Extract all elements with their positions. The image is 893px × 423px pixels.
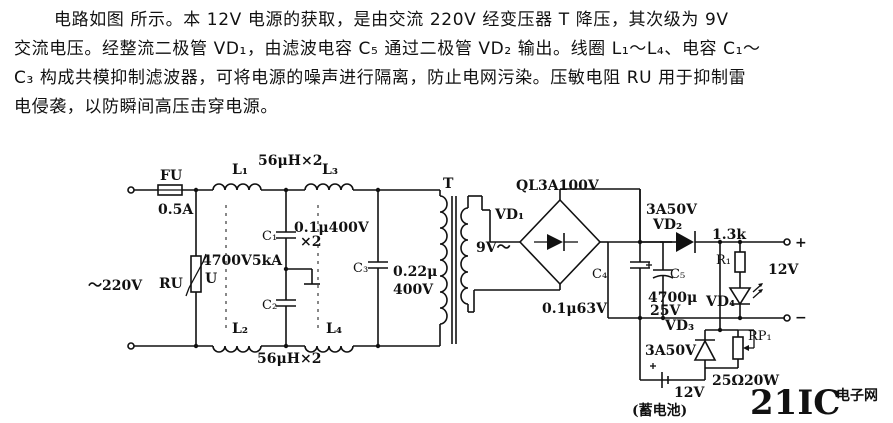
label-c4-value: 0.1μ63V bbox=[542, 301, 608, 317]
label-battery: (蓄电池) bbox=[632, 402, 687, 419]
label-c2: C₂ bbox=[262, 298, 277, 313]
label-r1-value: 1.3k bbox=[712, 227, 746, 243]
site-logo: 21IC 电子网 bbox=[750, 383, 878, 420]
label-rp1: RP₁ bbox=[748, 329, 772, 344]
label-c1: C₁ bbox=[262, 229, 277, 244]
input-terminal-top bbox=[127, 186, 135, 194]
description-line-1: 电路如图 所示。本 12V 电源的获取，是由交流 220V 经变压器 T 降压，… bbox=[54, 10, 729, 30]
led-vd4 bbox=[728, 287, 752, 306]
label-l2: L₂ bbox=[232, 321, 248, 337]
description-line-3: C₃ 构成共模抑制滤波器，可将电源的噪声进行隔离，防止电网污染。压敏电阻 RU … bbox=[14, 68, 747, 88]
label-u: U bbox=[205, 271, 217, 287]
label-output-minus: − bbox=[795, 310, 807, 326]
description-line-4: 电侵袭，以防瞬间高压击穿电源。 bbox=[14, 97, 278, 117]
diode-vd3 bbox=[693, 339, 717, 361]
label-c1-x2: ×2 bbox=[300, 234, 321, 250]
output-terminal-minus bbox=[783, 314, 791, 322]
label-output-plus: + bbox=[795, 235, 807, 251]
inductor-l3 bbox=[304, 183, 354, 191]
label-c3-value-1: 0.22μ bbox=[393, 264, 437, 280]
label-c3-value-2: 400V bbox=[393, 282, 434, 298]
bridge-diode-icon bbox=[547, 234, 563, 250]
description-line-2: 交流电压。经整流二极管 VD₁，由滤波电容 C₅ 通过二极管 VD₂ 输出。线圈… bbox=[14, 39, 761, 59]
transformer-secondary bbox=[460, 207, 469, 305]
output-terminal-plus bbox=[783, 238, 791, 246]
label-vd2: VD₂ bbox=[652, 217, 682, 233]
label-vd2-value: 3A50V bbox=[646, 202, 698, 218]
label-c5: C₅ bbox=[670, 267, 685, 282]
resistor-r1 bbox=[734, 251, 746, 273]
label-l1: L₁ bbox=[232, 162, 248, 178]
label-fu: FU bbox=[160, 168, 182, 184]
label-ac-input: ～220V bbox=[88, 278, 143, 294]
label-ru-value: 4700V5kA bbox=[202, 253, 283, 269]
label-l4: L₄ bbox=[326, 321, 342, 337]
label-c5-value-2: 25V bbox=[650, 303, 681, 319]
transformer-primary bbox=[439, 195, 448, 325]
label-c5-value-1: 4700μ bbox=[648, 290, 697, 306]
label-battery-voltage: 12V bbox=[674, 385, 705, 401]
label-transformer: T bbox=[443, 176, 454, 192]
inductor-l4 bbox=[304, 345, 354, 353]
label-l3: L₃ bbox=[322, 162, 338, 178]
label-ru: RU bbox=[159, 276, 183, 292]
label-bridge-model: QL3A100V bbox=[516, 178, 600, 194]
inductor-l2 bbox=[212, 345, 262, 353]
label-l-bottom-value: 56μH×2 bbox=[257, 351, 321, 367]
label-rp1-value: 25Ω20W bbox=[712, 373, 779, 389]
label-r1: R₁ bbox=[716, 253, 731, 268]
description-paragraph: 电路如图 所示。本 12V 电源的获取，是由交流 220V 经变压器 T 降压，… bbox=[14, 6, 886, 122]
diode-vd2 bbox=[676, 232, 694, 252]
input-terminal-bottom bbox=[127, 342, 135, 350]
label-output-12v: 12V bbox=[768, 262, 799, 278]
label-c1-value: 0.1μ400V bbox=[294, 220, 370, 236]
label-vd3: VD₃ bbox=[664, 318, 694, 334]
label-c4: C₄ bbox=[592, 267, 607, 282]
potentiometer-rp1 bbox=[732, 336, 744, 360]
label-c3: C₃ bbox=[353, 261, 368, 276]
label-vd1: VD₁ bbox=[494, 207, 524, 223]
label-fu-value: 0.5A bbox=[158, 202, 194, 218]
label-vd4: VD₄ bbox=[705, 294, 735, 310]
label-l-top-value: 56μH×2 bbox=[258, 153, 322, 169]
label-9v-ac: 9V～ bbox=[476, 240, 511, 256]
label-vd3-value: 3A50V bbox=[645, 343, 697, 359]
logo-cn-text: 电子网 bbox=[836, 387, 878, 404]
logo-text: 21IC bbox=[750, 383, 840, 420]
inductor-l1 bbox=[212, 183, 262, 191]
